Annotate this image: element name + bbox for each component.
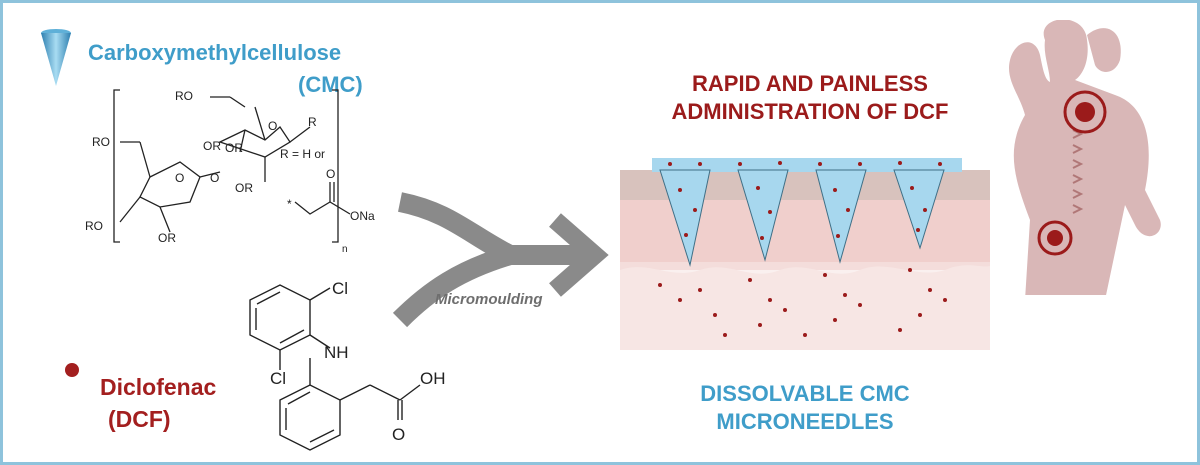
cmc-ro-left: RO: [92, 135, 110, 149]
micromoulding-label: Micromoulding: [435, 291, 543, 308]
dcf-oh: OH: [420, 369, 446, 388]
cmc-bridge-o: O: [210, 171, 219, 185]
cmc-or-3: OR: [235, 181, 253, 195]
microneedle-skin-illustration: [620, 158, 990, 350]
cmc-r: R: [308, 115, 317, 129]
cmc-title: Carboxymethylcellulose: [88, 40, 342, 65]
headline: RAPID AND PAINLESS ADMINISTRATION OF DCF: [630, 70, 990, 126]
dcf-structure: Cl Cl NH OH O: [249, 279, 446, 451]
dcf-carbonyl-o: O: [392, 425, 405, 444]
caption-line-2: MICRONEEDLES: [716, 409, 894, 434]
cmc-triangle-icon: [41, 29, 71, 86]
cmc-star: *: [287, 197, 292, 211]
cmc-ring-o-1: O: [268, 119, 277, 133]
pain-point-lower-icon: [1037, 220, 1073, 256]
cmc-ro-top: RO: [175, 89, 193, 103]
dcf-cl-bottom: Cl: [270, 369, 286, 388]
cmc-r-def: R = H or: [280, 147, 325, 161]
cmc-n-subscript: n: [342, 244, 348, 255]
dcf-abbreviation: (DCF): [108, 406, 171, 432]
caption: DISSOLVABLE CMC MICRONEEDLES: [620, 380, 990, 436]
cmc-structure: RO RO RO OR OR OR OR R O O O R = H or * …: [85, 89, 375, 255]
pain-point-upper-icon: [1063, 90, 1107, 134]
human-body-figure: [1009, 20, 1161, 295]
dcf-dot-icon: [65, 363, 79, 377]
cmc-or-2: OR: [158, 231, 176, 245]
cmc-ring-o-2: O: [175, 171, 184, 185]
cmc-ro-bottom: RO: [85, 219, 103, 233]
merge-arrow-icon: [392, 192, 609, 328]
cmc-carbonyl-o: O: [326, 167, 335, 181]
dcf-nh: NH: [324, 343, 349, 362]
cmc-or-4: OR: [225, 141, 243, 155]
dcf-cl-top: Cl: [332, 279, 348, 298]
headline-line-2: ADMINISTRATION OF DCF: [671, 99, 949, 124]
cmc-abbreviation: (CMC): [298, 72, 363, 97]
cmc-or-1: OR: [203, 139, 221, 153]
cmc-ona: ONa: [350, 209, 375, 223]
dcf-title: Diclofenac: [100, 374, 217, 400]
dcf-particles: [658, 161, 947, 337]
headline-line-1: RAPID AND PAINLESS: [692, 71, 928, 96]
caption-line-1: DISSOLVABLE CMC: [700, 381, 910, 406]
